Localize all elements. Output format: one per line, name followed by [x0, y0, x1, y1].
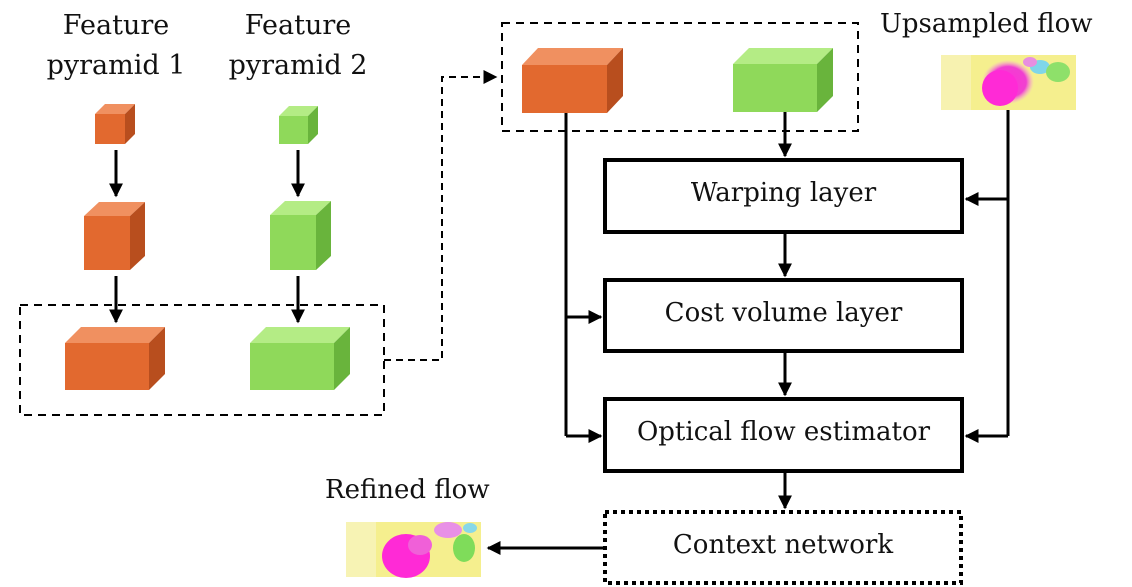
pyramid2-level3-cube — [279, 106, 318, 144]
pyramid1-title: Feature pyramid 1 — [20, 6, 212, 86]
pyramid1-title-line1: Feature — [62, 10, 170, 41]
upsampled-flow-label: Upsampled flow — [880, 9, 1093, 39]
pyramid2-title-line2: pyramid 2 — [228, 50, 368, 81]
upsampled-flow-image — [941, 55, 1076, 110]
dashed-connector-arrow — [384, 70, 498, 361]
refined-flow-label: Refined flow — [325, 475, 490, 505]
pyramid1-level2-cube — [84, 202, 145, 270]
cost-volume-layer-label: Cost volume layer — [664, 298, 903, 328]
current-feature2-cube — [733, 48, 833, 112]
pyramid2-level2-cube — [270, 201, 331, 270]
warping-layer-label: Warping layer — [690, 178, 877, 208]
pyramid1-title-line2: pyramid 1 — [46, 50, 186, 81]
pyramid1-level1-cube — [65, 327, 165, 390]
pyramid1-level3-cube — [95, 104, 135, 144]
pyramid2-level1-cube — [250, 327, 350, 390]
refined-flow-image — [346, 522, 481, 578]
cost-volume-layer-box — [603, 278, 964, 353]
optical-flow-estimator-box — [603, 397, 964, 473]
current-feature1-cube — [522, 48, 623, 113]
warping-layer-box — [603, 158, 964, 234]
optical-flow-estimator-label: Optical flow estimator — [636, 417, 931, 447]
context-network-label: Context network — [672, 530, 894, 560]
pyramid2-title: Feature pyramid 2 — [202, 6, 394, 86]
pyramid2-title-line1: Feature — [244, 10, 352, 41]
selected-level-dashed-box — [19, 304, 385, 416]
current-level-dashed-box — [501, 22, 859, 132]
